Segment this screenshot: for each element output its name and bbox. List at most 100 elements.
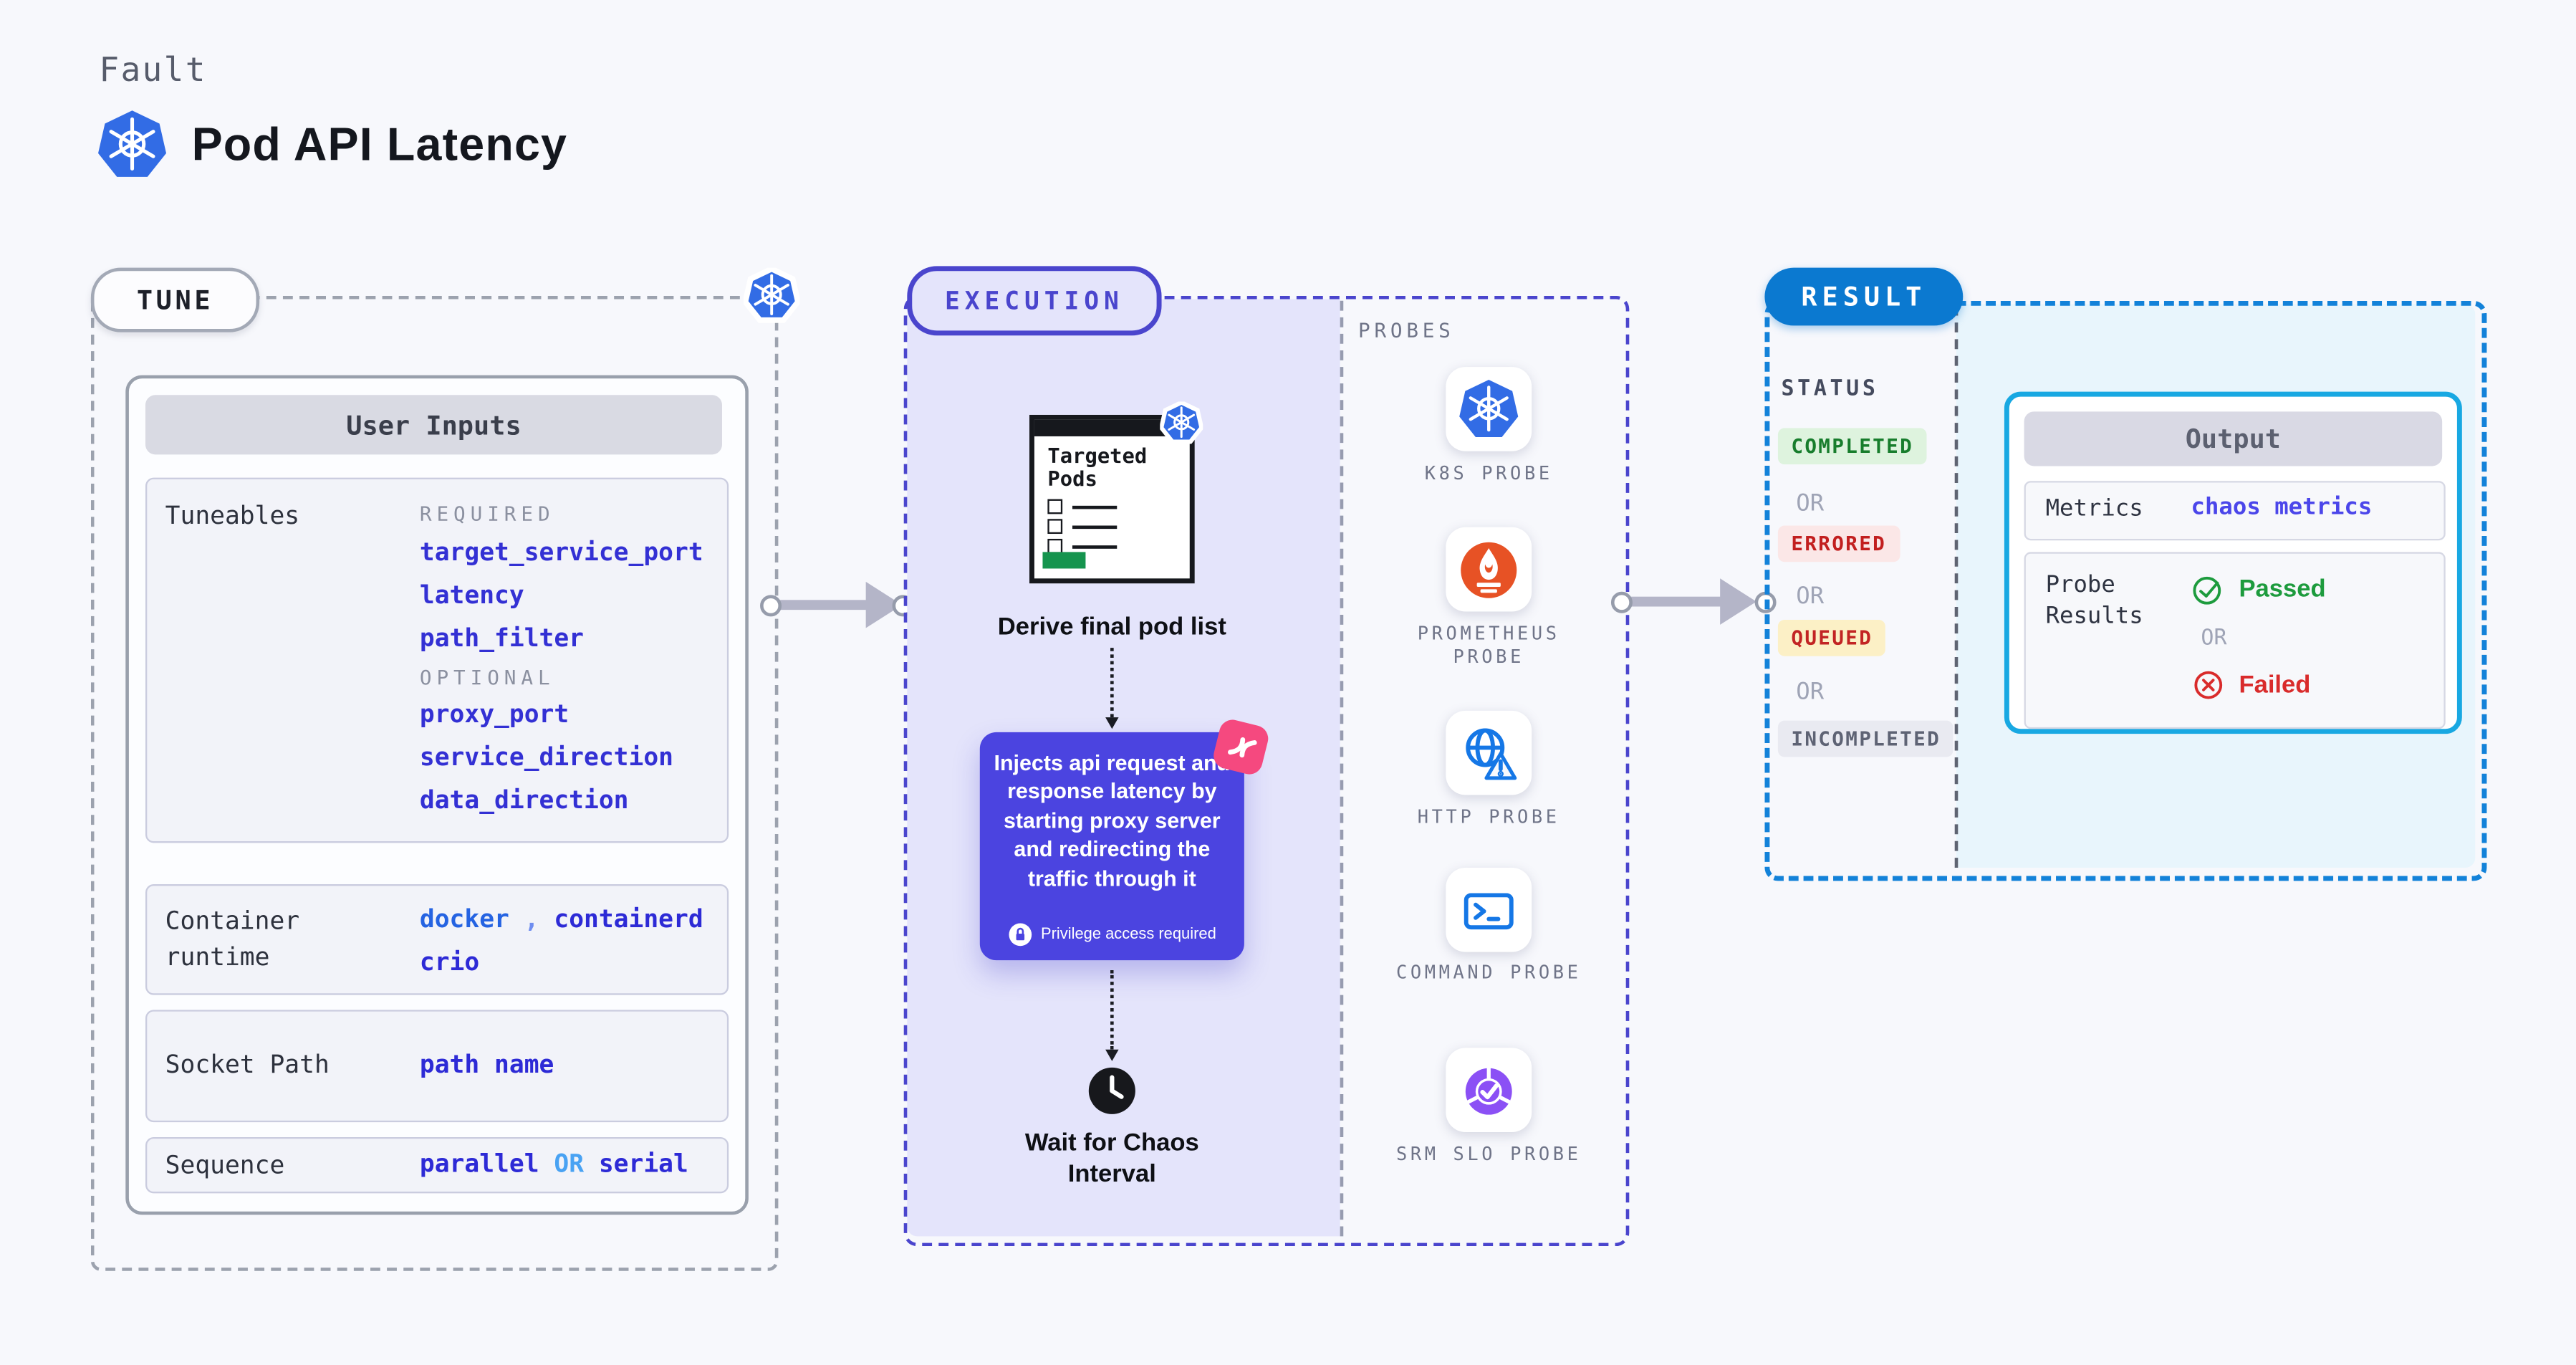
connector-line [777, 600, 873, 610]
value-docker: docker [419, 904, 509, 934]
page-title: Pod API Latency [96, 109, 567, 181]
passed-item: Passed [2191, 572, 2326, 606]
connector-node [760, 594, 782, 616]
socket-path-row: Socket Path path name [145, 1010, 729, 1123]
param-path-filter: path_filter [419, 623, 585, 653]
fault-kicker: Fault [99, 49, 207, 90]
param-proxy-port: proxy_port [419, 699, 569, 729]
tune-panel [90, 295, 779, 1271]
result-panel [1764, 300, 2487, 881]
socket-path-label: Socket Path [165, 1049, 330, 1080]
derive-caption: Derive final pod list [997, 613, 1226, 641]
targeted-pods-title: Targeted Pods [1047, 443, 1148, 490]
execution-badge: EXECUTION [907, 266, 1162, 336]
output-or: OR [2201, 626, 2227, 651]
k8s-probe-card [1446, 367, 1532, 451]
pod-list-item [1047, 499, 1118, 514]
privilege-note: Privilege access required [980, 922, 1244, 947]
status-badge-incompleted: INCOMPLETED [1777, 720, 1954, 757]
sequence-label: Sequence [165, 1150, 285, 1180]
status-badge-completed: COMPLETED [1777, 428, 1927, 465]
kubernetes-icon [1160, 402, 1203, 445]
output-card: Output Metrics chaos metrics Probe Resul… [2004, 391, 2462, 734]
value-crio: crio [419, 947, 480, 977]
connector-node [1610, 590, 1633, 613]
status-or: OR [1796, 491, 1825, 517]
required-label: REQUIRED [419, 502, 555, 526]
value-parallel: parallel [419, 1149, 539, 1179]
container-runtime-row: Container runtime docker , containerd cr… [145, 884, 729, 995]
http-probe-label: HTTP PROBE [1417, 806, 1560, 828]
probes-heading: PROBES [1358, 319, 1455, 343]
socket-path-value: path name [419, 1049, 554, 1080]
prometheus-icon [1461, 541, 1517, 598]
execution-panel [903, 295, 1630, 1247]
srm-slo-probe-card [1446, 1048, 1532, 1133]
tuneables-row: Tuneables REQUIRED target_service_port l… [145, 477, 729, 843]
status-divider [1954, 305, 1959, 868]
slo-donut-icon [1457, 1058, 1520, 1121]
page-title-text: Pod API Latency [191, 119, 568, 171]
flow-arrow [1110, 969, 1114, 1050]
param-latency: latency [419, 580, 524, 610]
sequence-values: parallel OR serial [420, 1149, 688, 1179]
user-inputs-header: User Inputs [145, 395, 722, 455]
failed-label: Failed [2239, 671, 2311, 699]
tuneables-label: Tuneables [165, 500, 300, 531]
param-target-service-port: target_service_port [419, 537, 703, 567]
probes-divider [1340, 300, 1344, 1237]
terminal-icon [1459, 880, 1519, 939]
prometheus-probe-card [1446, 527, 1532, 612]
connector-line [1630, 596, 1724, 607]
status-badge-queued: QUEUED [1777, 619, 1886, 656]
optional-label: OPTIONAL [419, 666, 555, 689]
flow-arrow [1110, 648, 1114, 718]
sequence-row: Sequence parallel OR serial [145, 1136, 729, 1194]
status-or: OR [1796, 583, 1825, 610]
param-data-direction: data_direction [419, 785, 629, 815]
targeted-pods-doc: Targeted Pods [1029, 414, 1195, 584]
metrics-row: Metrics chaos metrics [2024, 481, 2446, 541]
value-serial: serial [598, 1149, 688, 1179]
http-probe-card [1446, 710, 1532, 795]
container-runtime-values: docker , containerd [420, 904, 703, 934]
value-comma: , [524, 904, 539, 934]
lock-icon [1007, 922, 1033, 947]
flow-arrowhead [1104, 1049, 1118, 1061]
value-containerd: containerd [554, 904, 703, 934]
failed-item: Failed [2191, 668, 2311, 702]
sequence-or: OR [554, 1149, 585, 1179]
connector-arrowhead [1720, 578, 1756, 625]
srm-slo-probe-label: SRM SLO PROBE [1395, 1144, 1582, 1166]
wait-caption: Wait for Chaos Interval [1024, 1129, 1199, 1189]
user-inputs-card: User Inputs Tuneables REQUIRED target_se… [125, 375, 749, 1215]
result-badge: RESULT [1764, 267, 1964, 326]
clock-icon [1087, 1066, 1137, 1116]
probe-results-row: Probe Results Passed OR Failed [2024, 552, 2446, 729]
kubernetes-icon [96, 109, 168, 181]
metrics-value: chaos metrics [2191, 494, 2373, 521]
tune-badge: TUNE [90, 267, 260, 332]
probe-results-label: Probe Results [2045, 572, 2143, 630]
output-header: Output [2024, 411, 2443, 466]
prometheus-probe-label: PROMETHEUS PROBE [1417, 623, 1560, 668]
status-or: OR [1796, 679, 1825, 706]
doc-topbar [1034, 419, 1190, 436]
kubernetes-icon [1457, 378, 1520, 441]
command-probe-label: COMMAND PROBE [1395, 962, 1582, 984]
passed-label: Passed [2239, 575, 2326, 603]
status-heading: STATUS [1781, 376, 1879, 402]
x-circle-icon [2194, 671, 2223, 699]
command-probe-card [1446, 867, 1532, 952]
inject-description: Injects api request and response latency… [994, 750, 1231, 891]
status-badge-errored: ERRORED [1777, 525, 1900, 562]
k8s-probe-label: K8S PROBE [1424, 462, 1553, 484]
globe-warning-icon [1459, 723, 1519, 782]
check-circle-icon [2193, 576, 2221, 605]
container-runtime-label: Container runtime [165, 906, 300, 972]
flow-arrowhead [1104, 717, 1118, 729]
progress-bar [1042, 552, 1086, 569]
pod-list-item [1047, 519, 1118, 535]
inject-description-box: Injects api request and response latency… [979, 732, 1244, 961]
